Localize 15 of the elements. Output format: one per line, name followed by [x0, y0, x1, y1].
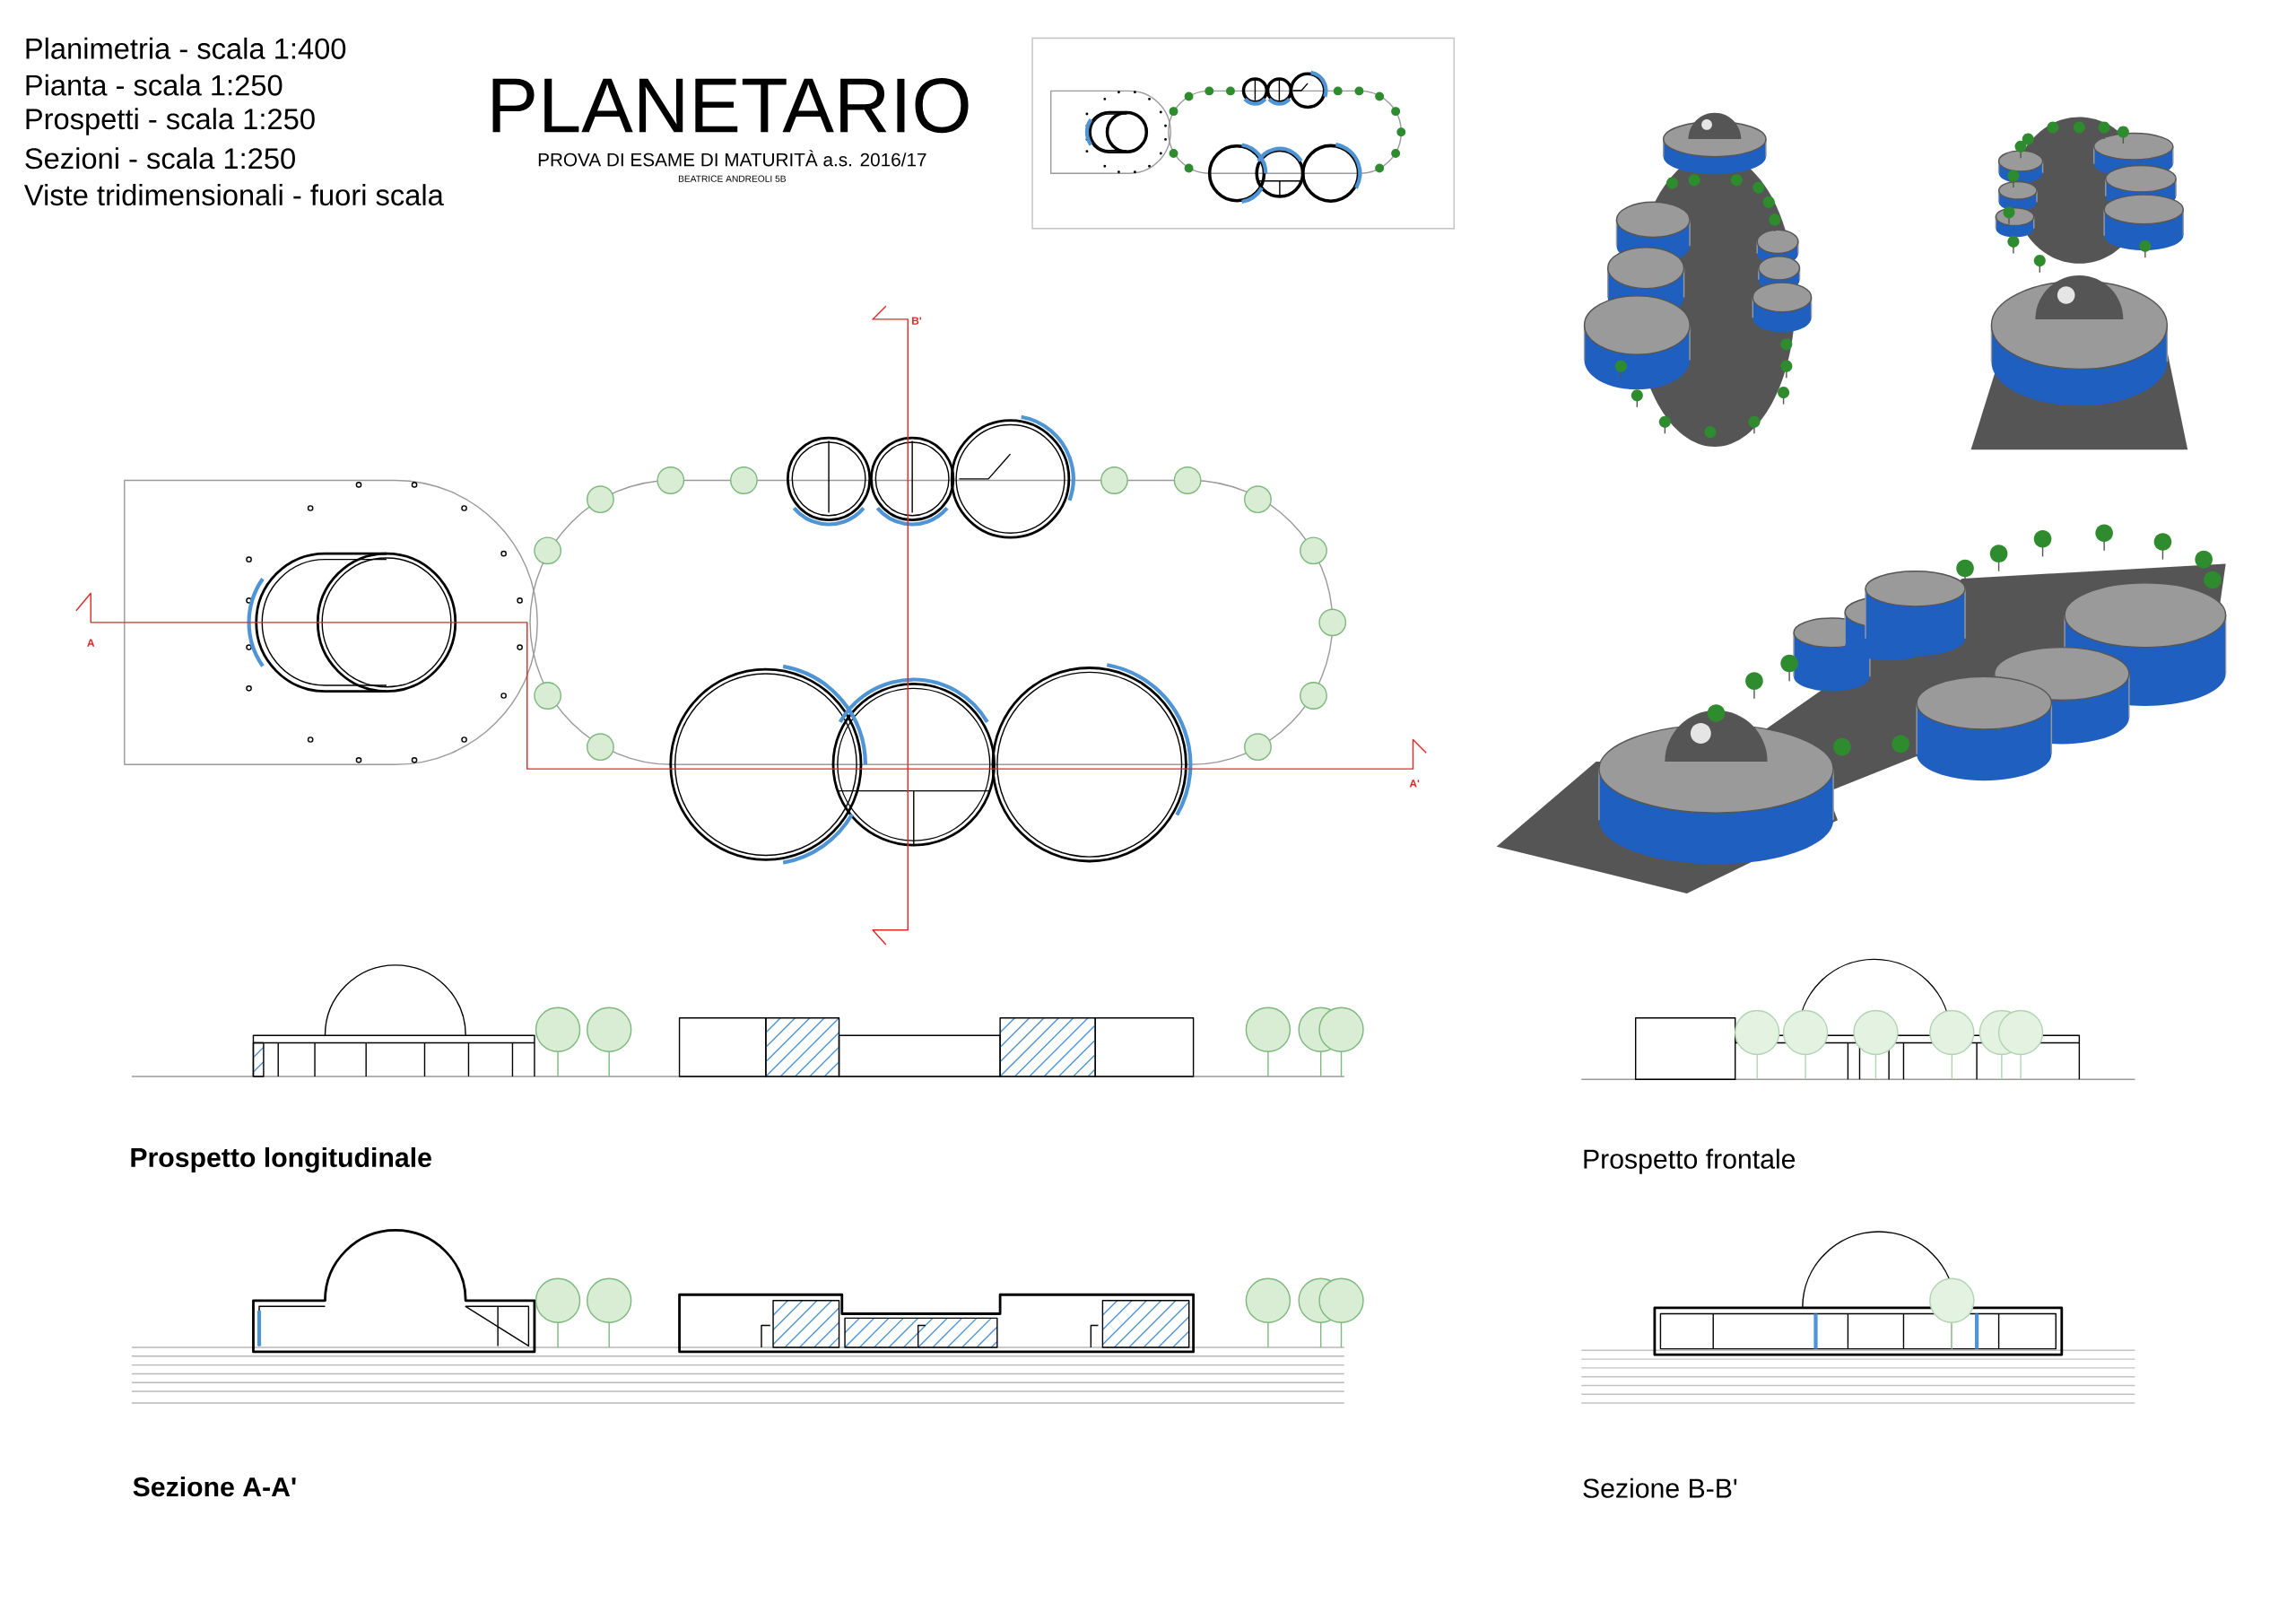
scale-note: Planimetria - scala 1:400 — [26, 37, 346, 59]
subtitle: PROVA DI ESAME DI MATURITÀ a.s. 2016/17 — [538, 150, 926, 167]
section-mark: A' — [1409, 780, 1420, 788]
view-title: Prospetto frontale — [1584, 1148, 1796, 1174]
section-mark: A — [87, 639, 95, 647]
scale-note: Sezioni - scala 1:250 — [25, 147, 295, 170]
view-title: Prospetto longitudinale — [131, 1146, 431, 1173]
scale-note: Prospetti - scala 1:250 — [26, 108, 315, 135]
scale-note: Viste tridimensionali - fuori scala — [24, 183, 444, 205]
author-name: BEATRICE ANDREOLI 5B — [678, 175, 787, 182]
view-title: Sezione A-A' — [133, 1476, 296, 1497]
section-mark: B' — [912, 317, 922, 325]
view-title: Sezione B-B' — [1583, 1477, 1737, 1498]
scale-note: Pianta - scala 1:250 — [26, 74, 283, 96]
title: PLANETARIO — [492, 77, 969, 133]
